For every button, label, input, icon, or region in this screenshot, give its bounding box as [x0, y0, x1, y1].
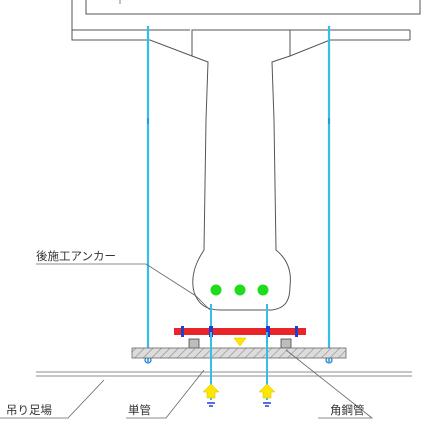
- girder-section: [71, 29, 410, 311]
- anchor-bolts-embedded: [210, 304, 268, 332]
- green-dots: [210, 284, 269, 296]
- green-dot: [257, 284, 269, 296]
- single-pipes: [202, 332, 276, 407]
- green-dot: [234, 284, 246, 296]
- ground-lines: [36, 371, 412, 377]
- label-square-steel-pipe: 角鋼管: [330, 403, 365, 417]
- label-suspended-scaffold: 吊り足場: [6, 403, 52, 417]
- up-arrow-right: [258, 383, 276, 399]
- hanging-cables: [144, 26, 333, 364]
- label-single-pipe: 単管: [128, 403, 151, 417]
- small-yellow-arrow: [233, 337, 247, 347]
- upper-slab: [71, 0, 421, 40]
- up-arrow-left: [202, 383, 220, 399]
- label-anchor: 後施工アンカー: [36, 249, 116, 263]
- square-pipe-right: [280, 338, 292, 349]
- red-beam: [174, 326, 306, 337]
- leader-lines: [0, 263, 374, 419]
- scaffold-deck: [131, 347, 347, 359]
- square-pipe-left: [188, 338, 200, 349]
- green-dot: [210, 284, 222, 296]
